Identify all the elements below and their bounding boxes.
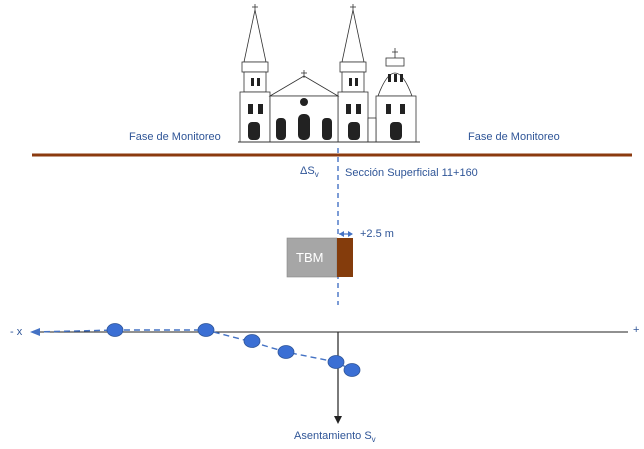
right-phase-label: Fase de Monitoreo xyxy=(468,131,560,143)
measurement-point xyxy=(197,323,215,337)
axis-positive-label: + xyxy=(633,324,640,336)
settlement-axis-label: Asentamiento Sv xyxy=(294,430,376,445)
tbm-cutter-face xyxy=(337,238,353,277)
delta-settlement-label: ΔSv xyxy=(300,165,319,180)
measurement-point xyxy=(277,345,295,359)
offset-label: +2.5 m xyxy=(360,228,394,240)
offset-arrow xyxy=(339,231,353,237)
settlement-profile-line xyxy=(33,329,353,371)
measurement-point xyxy=(106,323,124,337)
measurement-point xyxy=(243,334,261,348)
left-phase-label: Fase de Monitoreo xyxy=(129,131,221,143)
measurement-point xyxy=(343,363,361,377)
measurement-point xyxy=(327,355,345,369)
axis-negative-label: - x xyxy=(10,326,23,338)
tbm-label: TBM xyxy=(296,250,324,265)
tbm-body xyxy=(286,237,338,278)
settlement-axis-arrowhead xyxy=(334,416,342,424)
section-label: Sección Superficial 11+160 xyxy=(345,167,478,179)
